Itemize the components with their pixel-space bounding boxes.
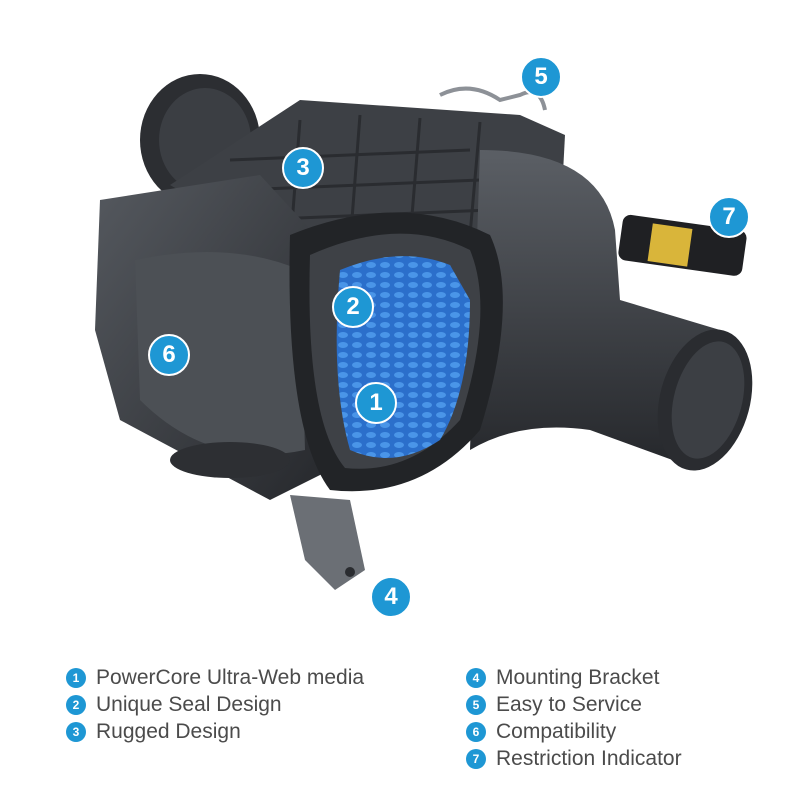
mounting-bracket bbox=[290, 495, 365, 590]
legend-item: 5 Easy to Service bbox=[466, 691, 682, 718]
legend-item: 4 Mounting Bracket bbox=[466, 664, 682, 691]
housing-body bbox=[95, 175, 330, 500]
legend-number: 5 bbox=[466, 694, 486, 715]
callout-3: 3 bbox=[282, 147, 324, 189]
legend-item: 6 Compatibility bbox=[466, 718, 682, 745]
legend-left: 1 PowerCore Ultra-Web media 2 Unique Sea… bbox=[66, 664, 364, 745]
legend-number: 6 bbox=[466, 721, 486, 742]
legend-right: 4 Mounting Bracket 5 Easy to Service 6 C… bbox=[466, 664, 682, 772]
underside-ribs bbox=[170, 442, 290, 478]
callout-5: 5 bbox=[520, 56, 562, 98]
legend-item: 2 Unique Seal Design bbox=[66, 691, 364, 718]
legend-number: 1 bbox=[66, 667, 86, 688]
legend-label: PowerCore Ultra-Web media bbox=[96, 665, 365, 689]
callout-7: 7 bbox=[708, 196, 750, 238]
legend-label: Unique Seal Design bbox=[96, 692, 282, 716]
legend-number: 7 bbox=[466, 748, 486, 769]
legend-label: Easy to Service bbox=[496, 692, 642, 716]
callout-2: 2 bbox=[332, 286, 374, 328]
legend-label: Mounting Bracket bbox=[496, 665, 660, 689]
legend-item: 7 Restriction Indicator bbox=[466, 745, 682, 772]
legend-item: 3 Rugged Design bbox=[66, 718, 364, 745]
outlet-elbow bbox=[470, 150, 753, 471]
legend-number: 4 bbox=[466, 667, 486, 688]
callout-1: 1 bbox=[355, 382, 397, 424]
legend-item: 1 PowerCore Ultra-Web media bbox=[66, 664, 364, 691]
callout-6: 6 bbox=[148, 334, 190, 376]
legend-number: 3 bbox=[66, 721, 86, 742]
legend-number: 2 bbox=[66, 694, 86, 715]
legend-label: Rugged Design bbox=[96, 719, 241, 743]
legend-label: Restriction Indicator bbox=[496, 746, 682, 770]
legend-label: Compatibility bbox=[496, 719, 617, 743]
callout-4: 4 bbox=[370, 576, 412, 618]
air-filter-illustration bbox=[95, 74, 753, 590]
